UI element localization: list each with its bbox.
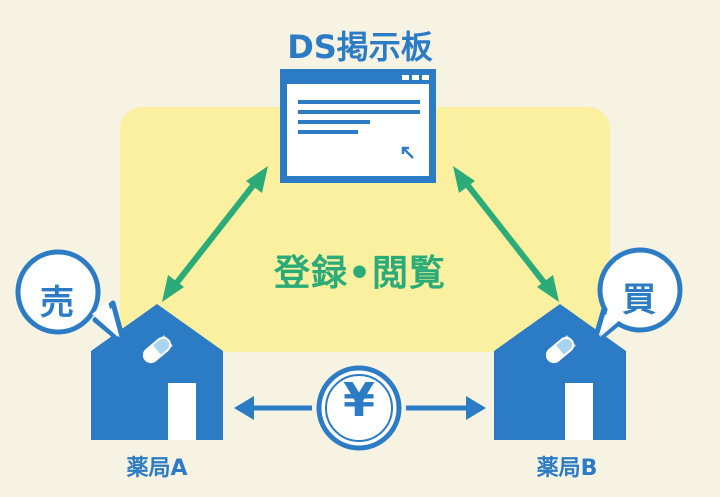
highlight-area — [120, 107, 610, 352]
buy-label: 買 — [622, 280, 656, 320]
buy-bubble — [591, 247, 683, 346]
pharmacy-b-label: 薬局B — [536, 456, 598, 481]
board-window-icon — [280, 69, 436, 183]
yen-coin-icon — [312, 361, 406, 455]
arrow-board-to-a — [162, 166, 268, 302]
pill-icon — [545, 334, 576, 364]
yen-symbol: ¥ — [342, 373, 375, 427]
board-title: DS掲示板 — [287, 28, 433, 66]
arrow-board-to-b — [453, 166, 559, 302]
pill-icon — [142, 334, 173, 364]
cursor-icon — [401, 146, 414, 159]
sell-label: 売 — [40, 283, 74, 323]
sell-bubble — [15, 249, 127, 347]
register-browse-label: 登録•閲覧 — [273, 253, 446, 294]
pharmacy-a-label: 薬局A — [126, 456, 188, 481]
